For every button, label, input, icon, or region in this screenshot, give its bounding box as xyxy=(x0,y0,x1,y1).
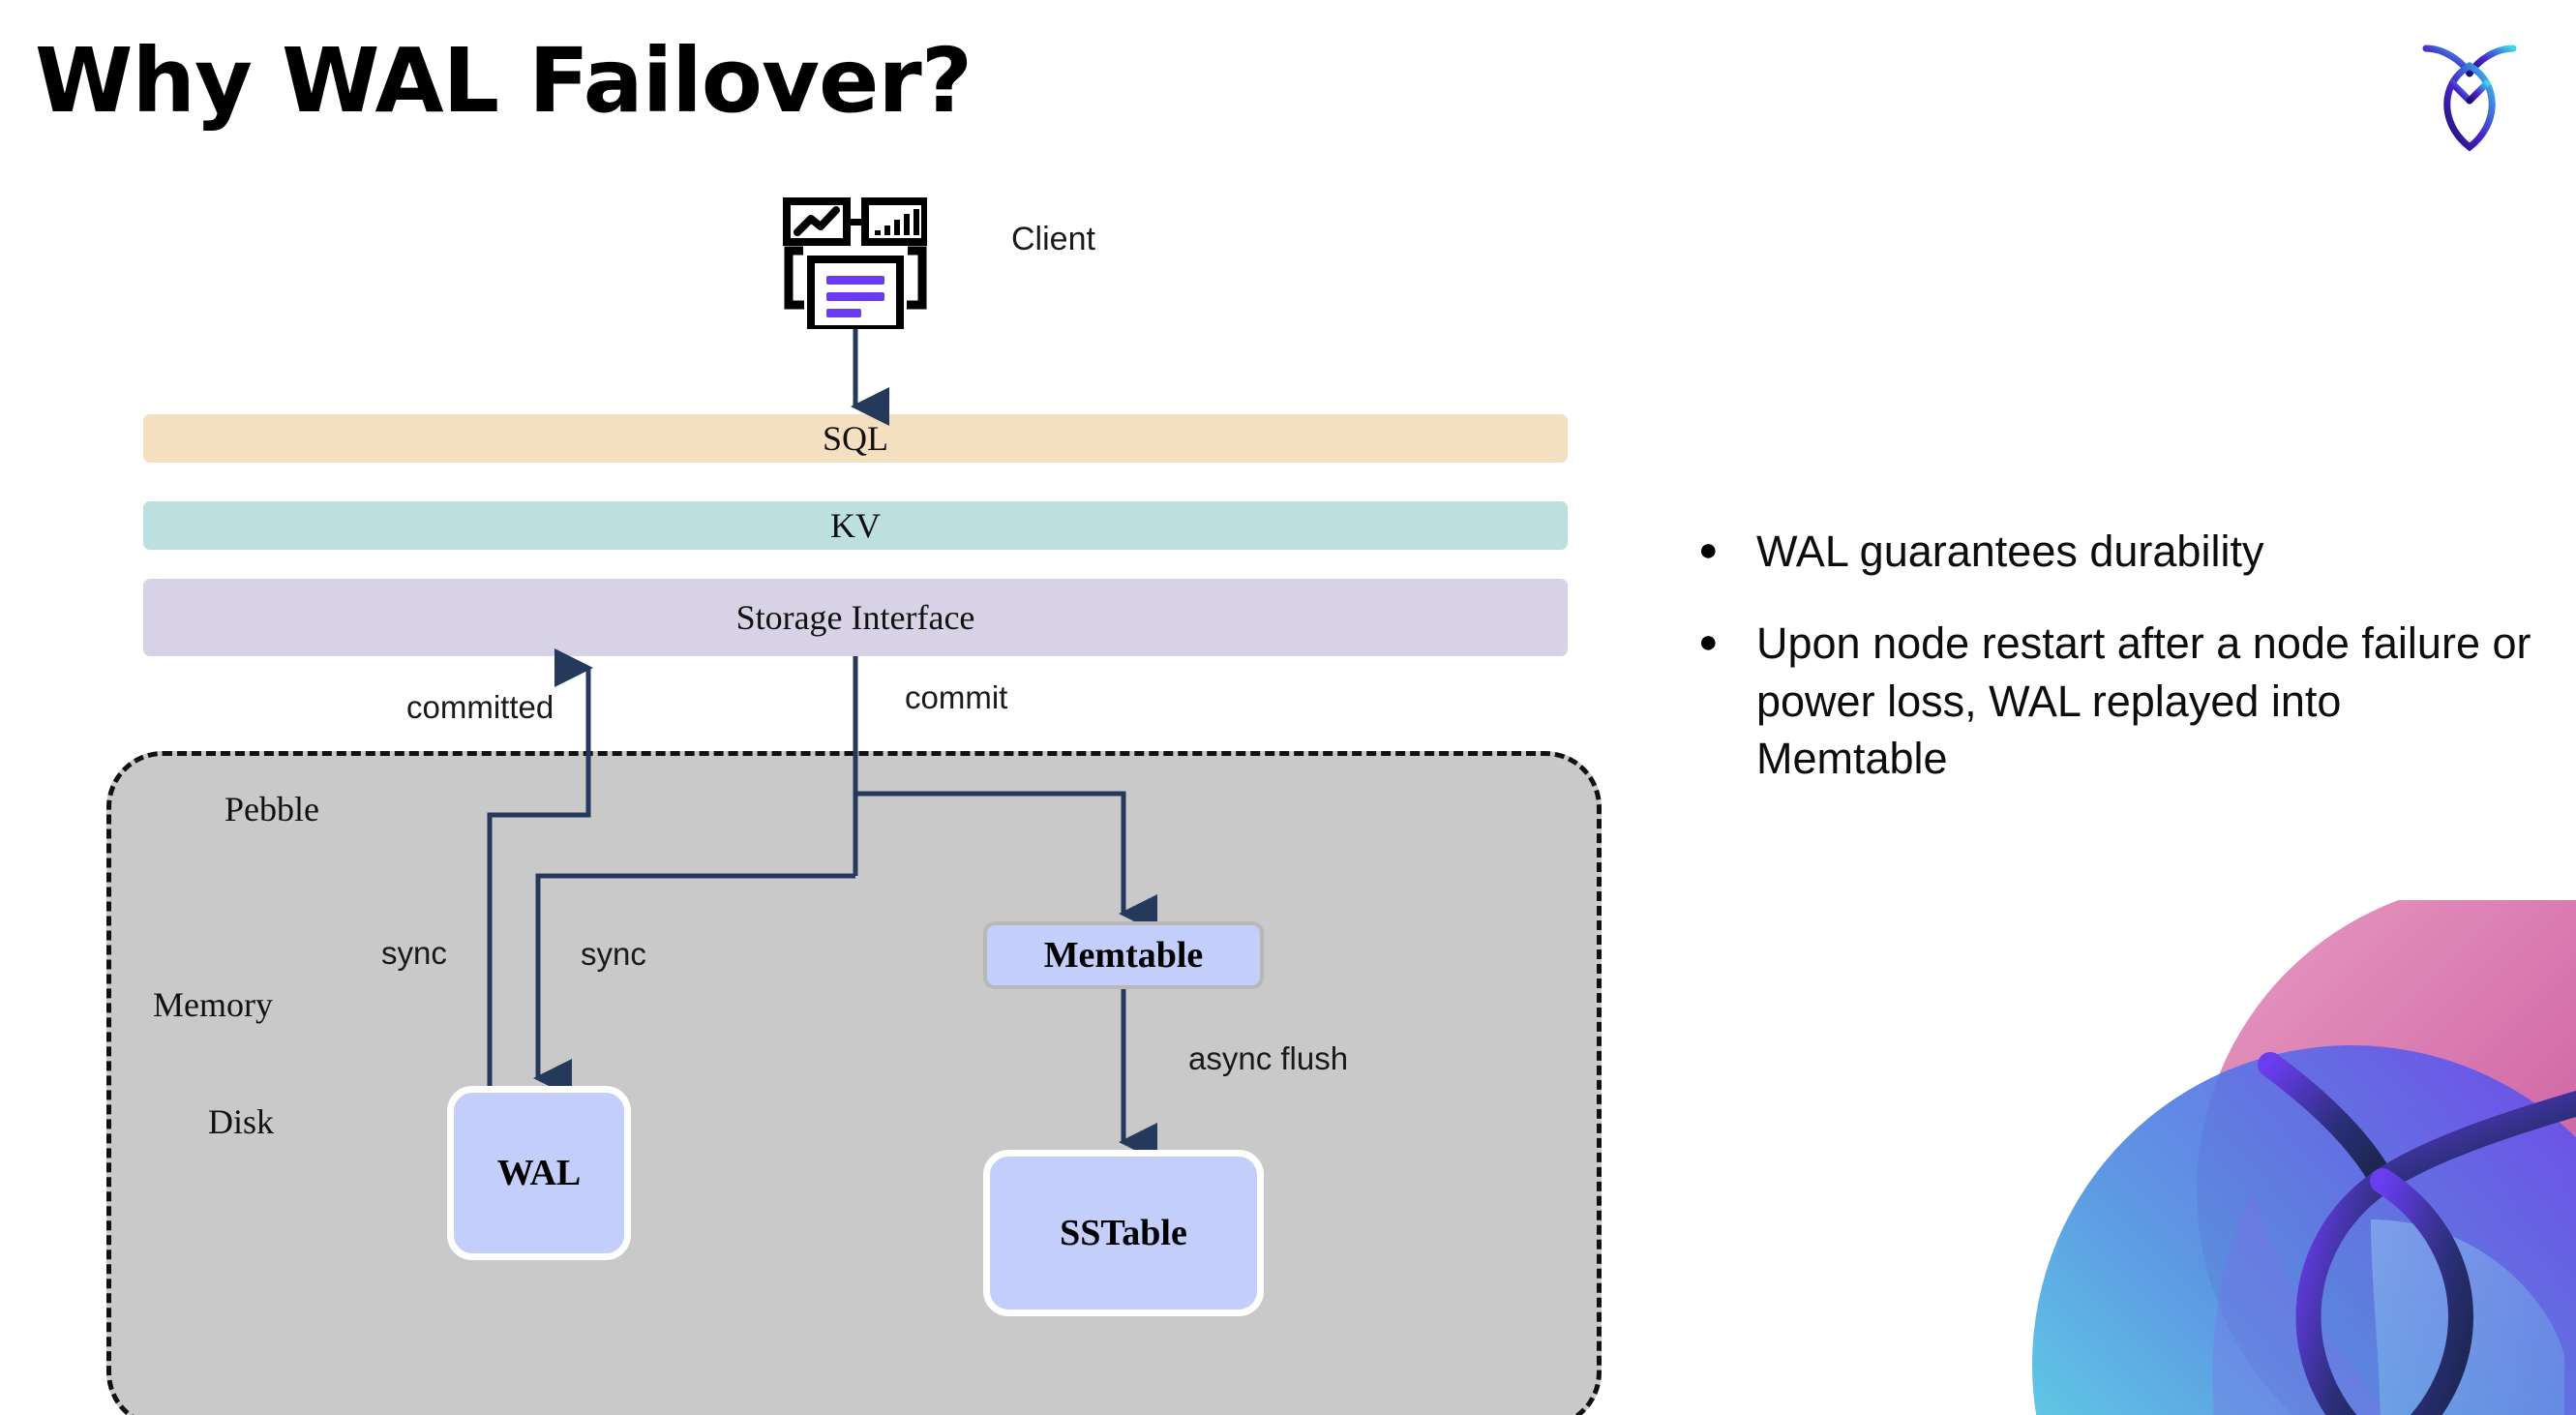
layer-bar-kv: KV xyxy=(143,501,1568,550)
pebble-container xyxy=(106,751,1602,1415)
pebble-label: Pebble xyxy=(225,790,319,828)
layer-label-kv: KV xyxy=(830,506,881,545)
memory-label: Memory xyxy=(153,985,273,1024)
node-memtable: Memtable xyxy=(983,921,1264,989)
layer-bar-storage-interface: Storage Interface xyxy=(143,579,1568,656)
node-label-sstable: SSTable xyxy=(1060,1213,1187,1253)
node-wal: WAL xyxy=(447,1086,631,1260)
client-label: Client xyxy=(1011,221,1095,257)
edge-label-sync-1: sync xyxy=(381,935,447,971)
bullet-text: Upon node restart after a node failure o… xyxy=(1756,618,2531,784)
layer-bar-sql: SQL xyxy=(143,414,1568,463)
bullet-text: WAL guarantees durability xyxy=(1756,527,2264,576)
node-sstable: SSTable xyxy=(983,1150,1264,1316)
edge-label-committed: committed xyxy=(406,689,554,725)
bullet-list: ● WAL guarantees durability ● Upon node … xyxy=(1698,523,2540,823)
layer-label-storage-interface: Storage Interface xyxy=(735,598,975,637)
disk-label: Disk xyxy=(208,1102,275,1141)
list-item: ● Upon node restart after a node failure… xyxy=(1698,615,2540,787)
node-label-memtable: Memtable xyxy=(1043,935,1204,976)
node-label-wal: WAL xyxy=(496,1153,582,1193)
list-item: ● WAL guarantees durability xyxy=(1698,523,2540,580)
layer-label-sql: SQL xyxy=(822,419,888,458)
cockroachdb-watermark xyxy=(1964,900,2576,1415)
bullet-marker-icon: ● xyxy=(1698,623,1719,661)
bullet-marker-icon: ● xyxy=(1698,531,1719,568)
client-terminal-icon xyxy=(772,194,929,333)
architecture-diagram: Client SQL KV Storage Interface Pebble M… xyxy=(106,194,1602,1415)
edge-label-commit: commit xyxy=(905,679,1008,715)
edge-label-async-flush: async flush xyxy=(1188,1040,1349,1076)
cockroachdb-logo xyxy=(2407,27,2532,153)
edge-label-sync-2: sync xyxy=(581,936,646,972)
page-title: Why WAL Failover? xyxy=(35,29,973,133)
